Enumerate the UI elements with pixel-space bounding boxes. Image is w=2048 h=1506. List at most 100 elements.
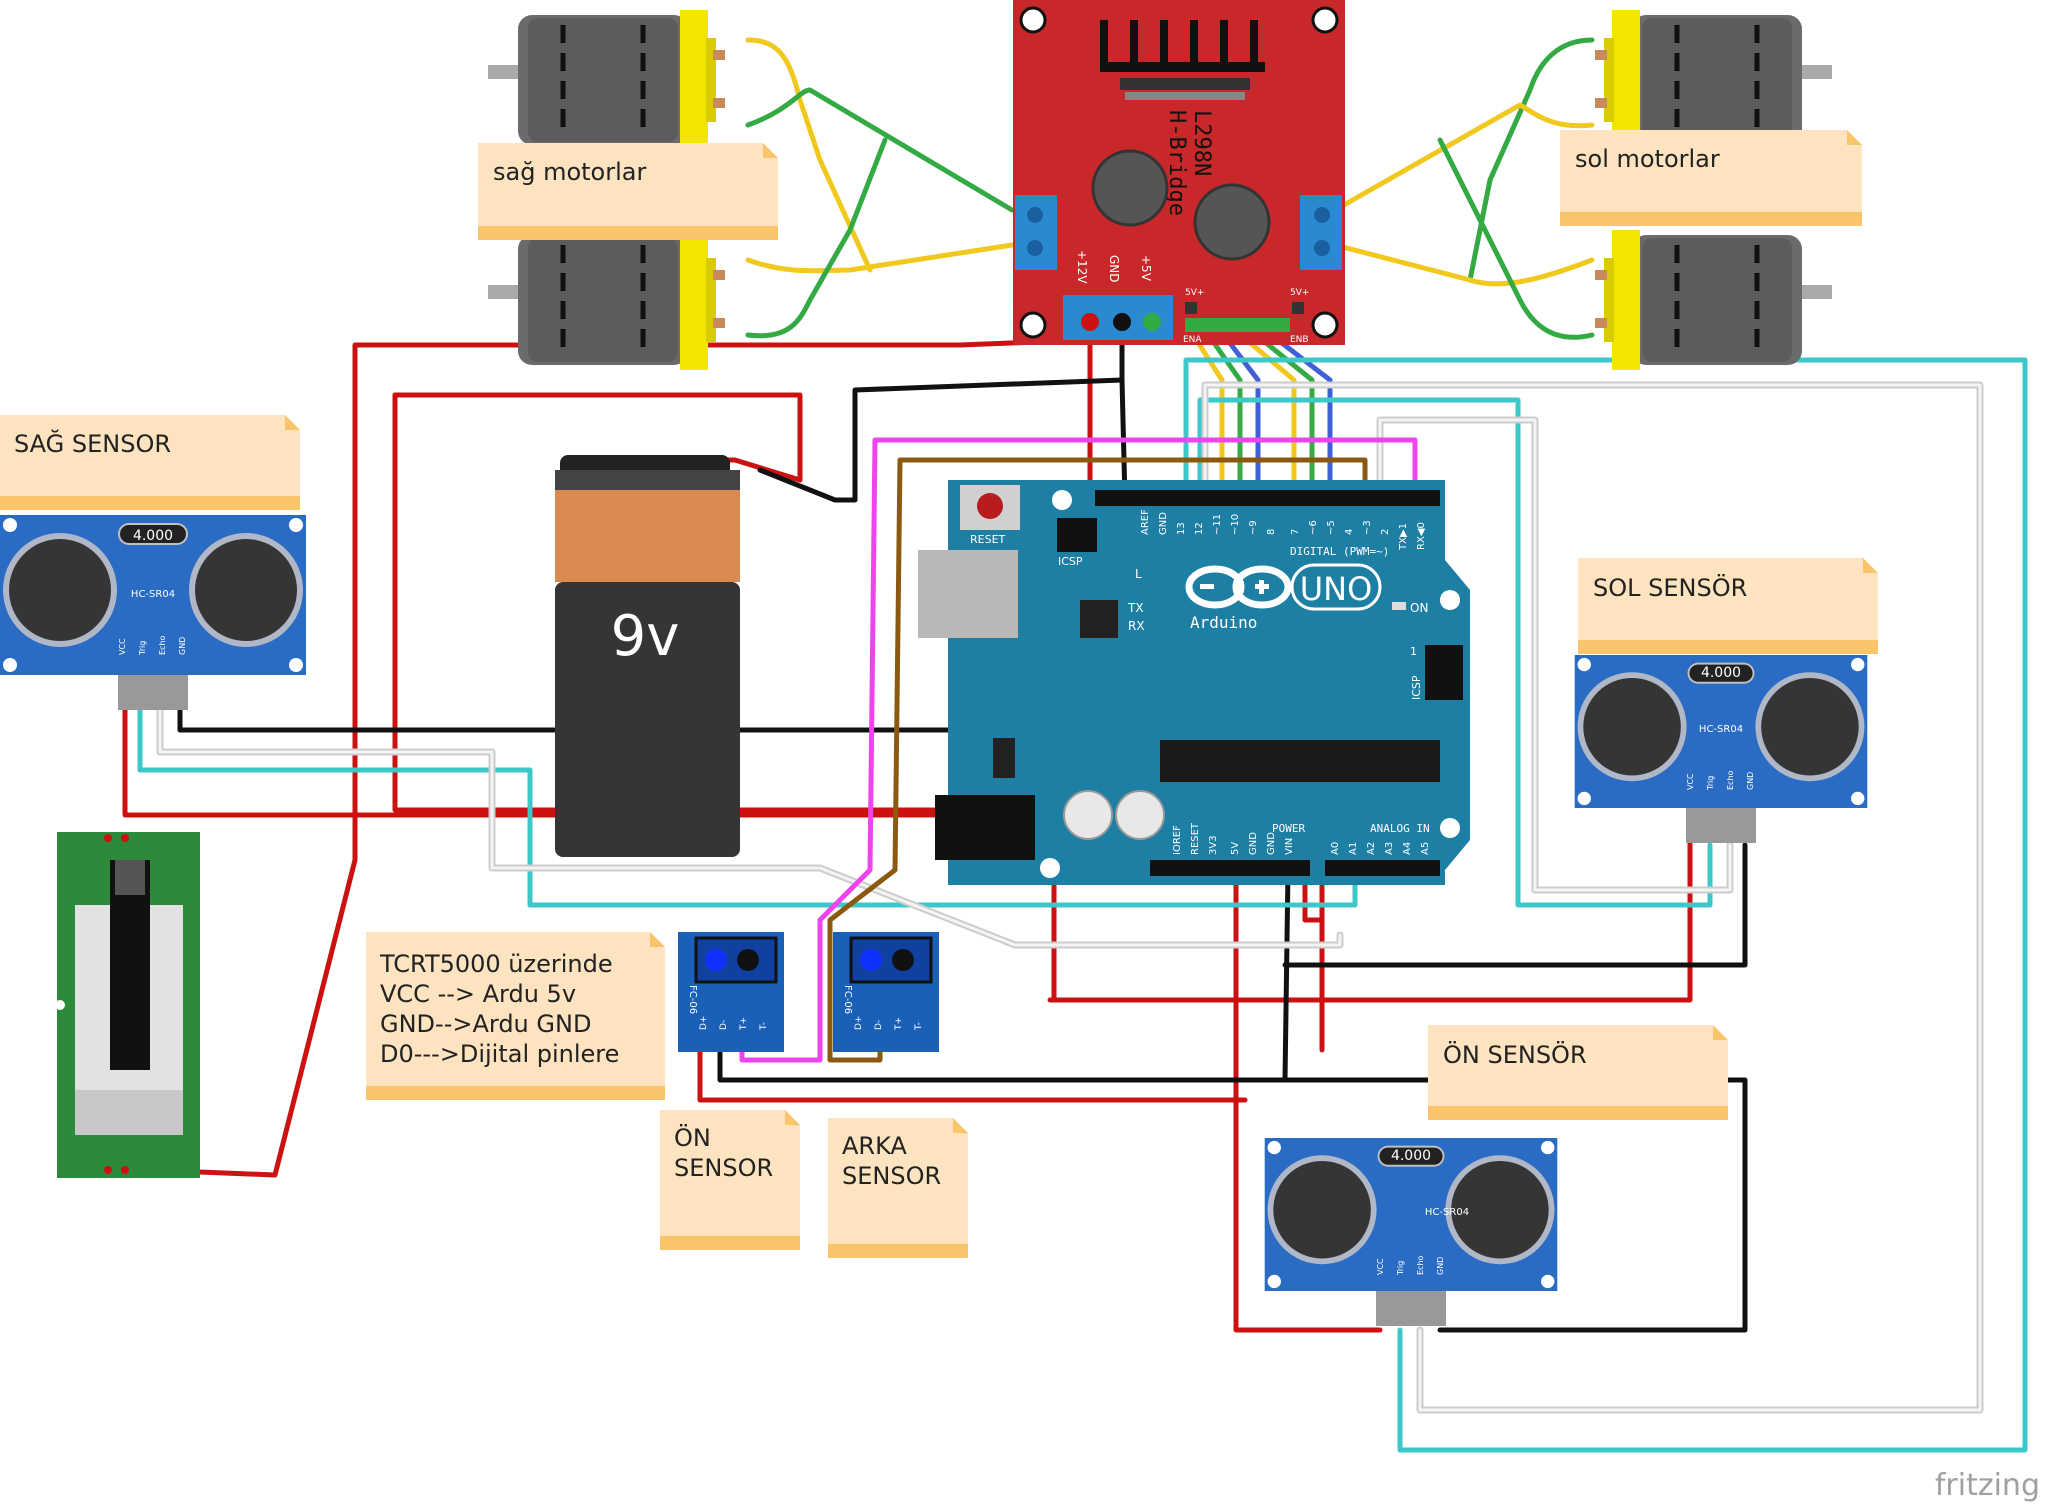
power-switch (55, 832, 200, 1178)
power-label: POWER (1272, 822, 1305, 835)
icsp2-pin1-label: 1 (1410, 645, 1417, 658)
digital-pin-label: 8 (1266, 529, 1277, 535)
note-text: SENSOR (674, 1154, 773, 1182)
digital-pin-label: ~10 (1230, 514, 1241, 535)
sensor-pin-label: Echo (1726, 770, 1735, 790)
ir-model-label: FC-06 (842, 985, 853, 1014)
note-text: ÖN (674, 1123, 711, 1152)
hbridge-terminal-left (1015, 195, 1057, 270)
digital-pin-label: ~5 (1326, 520, 1337, 535)
sensor-pin-label: VCC (1686, 773, 1695, 790)
ultrasonic-sensor-front: 4.000 HC-SR04 VCC Trig Echo GND (1264, 1138, 1558, 1326)
note-text: SENSOR (842, 1162, 941, 1190)
note-text: VCC --> Ardu 5v (380, 980, 576, 1008)
digital-pin-label: ~9 (1248, 520, 1259, 535)
note-sag-motorlar: sağ motorlar (478, 143, 778, 240)
enb-label: ENB (1290, 335, 1309, 345)
jumper-label-a: 5V+ (1185, 288, 1204, 298)
note-text: sağ motorlar (493, 158, 646, 186)
note-on-sensor-ultrasonic: ÖN SENSÖR (1428, 1025, 1728, 1120)
ir-sensor-back: FC-06 D+ D- T+ T- (833, 932, 939, 1052)
left-motor-top (1595, 10, 1832, 150)
icsp2-header (1425, 645, 1463, 700)
digital-pin-label: RX◀0 (1416, 522, 1427, 550)
digital-pin-label: 12 (1194, 522, 1205, 535)
icsp2-label: ICSP (1410, 675, 1423, 700)
digital-pin-label: ~6 (1308, 520, 1319, 535)
sensor-pin-label: GND (1746, 772, 1755, 790)
hbridge-terminal-right (1300, 195, 1342, 270)
note-text: D0--->Dijital pinlere (380, 1040, 619, 1068)
ena-label: ENA (1183, 335, 1202, 345)
sensor-pin-label: Echo (1416, 1255, 1425, 1275)
sensor-crystal-label: 4.000 (133, 528, 173, 544)
sensor-pin-label: GND (178, 637, 187, 655)
icsp-label: ICSP (1058, 555, 1083, 568)
battery-9v: 9v (555, 455, 740, 857)
hbridge-subtitle: H-Bridge (1164, 110, 1189, 216)
hbridge-title: L298N (1189, 110, 1214, 176)
analog-label: ANALOG IN (1370, 822, 1430, 835)
ir-pin-label: T- (914, 1022, 924, 1031)
power-pin-label: IOREF (1172, 825, 1183, 855)
note-arka-sensor: ARKA SENSOR (828, 1118, 968, 1258)
power-pin-label: GND (1266, 832, 1277, 855)
note-sol-sensor: SOL SENSÖR (1578, 558, 1878, 654)
note-text: ARKA (842, 1132, 907, 1160)
sensor-pin-label: GND (1436, 1257, 1445, 1275)
ir-sensor-front: FC-06 D+ D- T+ T- (678, 932, 784, 1052)
note-sol-motorlar: sol motorlar (1560, 130, 1862, 226)
sensor-pin-label: VCC (1376, 1258, 1385, 1275)
analog-pin-label: A5 (1420, 842, 1431, 855)
note-text: ÖN SENSÖR (1443, 1040, 1587, 1069)
left-motor-bottom (1595, 230, 1832, 370)
l298n-h-bridge: L298N H-Bridge +12V GND +5V 5V+ 5V+ ENA … (1013, 0, 1345, 345)
ir-pin-label: D- (719, 1020, 729, 1030)
usb-chip (1080, 600, 1118, 638)
atmega-chip (1160, 740, 1440, 782)
power-pin-label: GND (1248, 832, 1259, 855)
hbridge-control-header (1185, 318, 1290, 332)
reset-label: RESET (970, 533, 1006, 546)
power-jack (935, 795, 1035, 860)
analog-header (1325, 860, 1440, 876)
sensor-model-label: HC-SR04 (1425, 1207, 1469, 1218)
note-text: TCRT5000 üzerinde (379, 950, 613, 978)
digital-pin-label: AREF (1140, 509, 1151, 535)
right-motor-top (488, 10, 725, 150)
pin-5v-label: +5V (1139, 255, 1153, 282)
sensor-crystal-label: 4.000 (1701, 665, 1741, 681)
motor-wires-left (1332, 37, 1595, 340)
analog-pin-labels: A0 A1 A2 A3 A4 A5 (1330, 842, 1431, 855)
l-label: L (1135, 567, 1142, 581)
sensor-pin-label: Trig (1396, 1261, 1405, 1276)
tx-label: TX (1127, 601, 1144, 615)
digital-pin-label: ~3 (1362, 520, 1373, 535)
power-pin-label: VIN (1284, 838, 1295, 855)
digital-pin-label: 7 (1290, 529, 1301, 535)
note-text: sol motorlar (1575, 145, 1720, 173)
note-text: SAĞ SENSOR (14, 428, 171, 458)
control-wires (1187, 327, 1333, 498)
cyan-wires (137, 357, 2028, 1453)
digital-pin-label: TX▶1 (1398, 523, 1409, 551)
heatsink (1100, 20, 1265, 100)
note-tcrt5000: TCRT5000 üzerinde VCC --> Ardu 5v GND-->… (366, 932, 665, 1100)
arduino-logo (1185, 565, 1292, 609)
right-motor-bottom (488, 230, 725, 370)
sensor-pin-label: Trig (138, 641, 147, 656)
motor-wires-right (745, 37, 1015, 339)
model-label: UNO (1300, 570, 1373, 608)
pin-gnd-label: GND (1107, 255, 1121, 283)
sensor-pin-label: Echo (158, 635, 167, 655)
digital-pin-label: GND (1158, 512, 1169, 535)
ir-pin-label: T+ (739, 1017, 749, 1031)
analog-pin-label: A2 (1366, 842, 1377, 855)
arduino-uno: RESET ICSP ICSP 1 L TX RX UNO Arduino ON… (918, 480, 1470, 885)
power-header (1150, 860, 1310, 876)
sensor-model-label: HC-SR04 (1699, 724, 1743, 735)
ir-pin-label: D+ (699, 1016, 709, 1030)
power-pin-label: RESET (1190, 822, 1201, 855)
analog-pin-label: A4 (1402, 842, 1413, 855)
